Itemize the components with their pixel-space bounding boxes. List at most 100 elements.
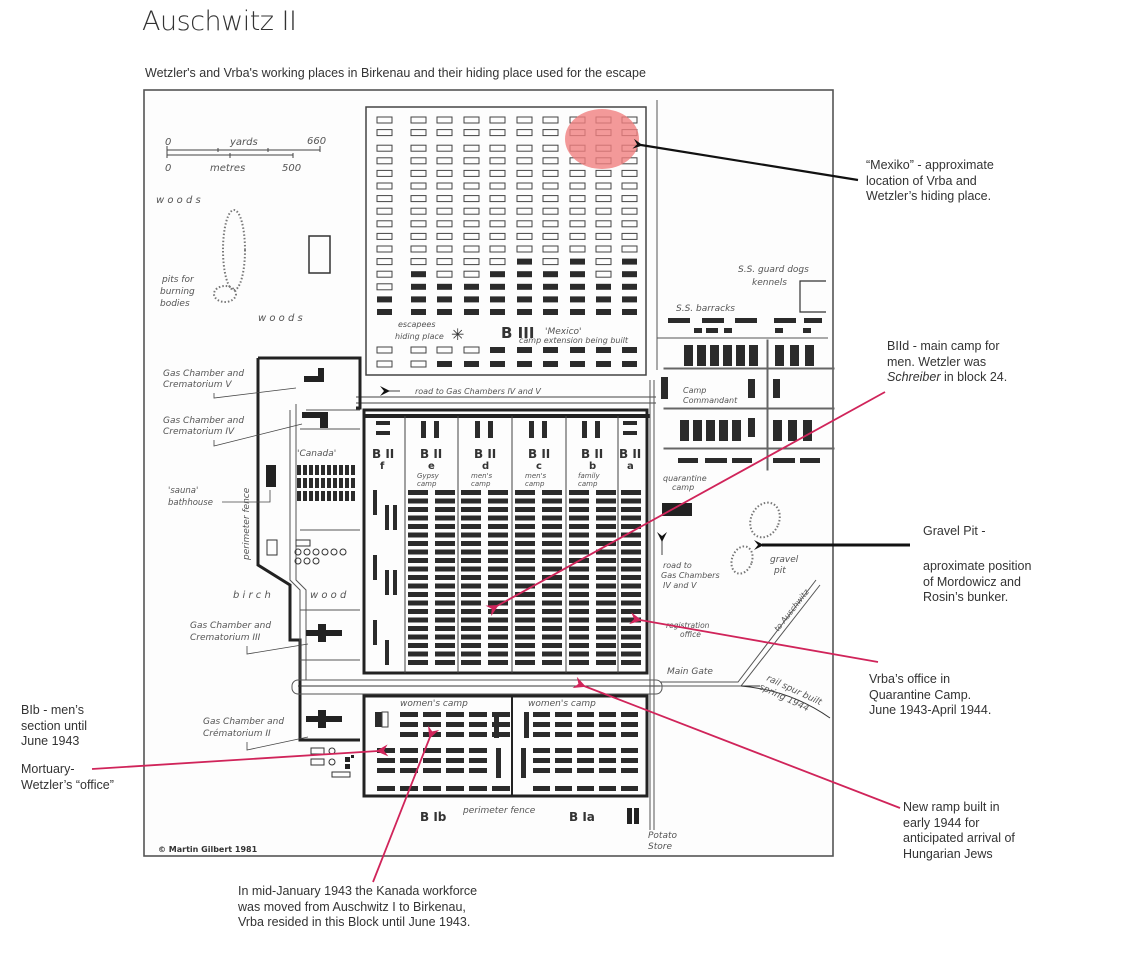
bii-barrack [461, 583, 481, 589]
bii-barrack [569, 634, 589, 640]
biii-barrack [543, 361, 558, 367]
biii-barrack [464, 361, 479, 367]
bi-barrack [599, 712, 616, 717]
label-gc4: Gas Chamber and Crematorium IV [163, 416, 247, 437]
bii-barrack [488, 583, 508, 589]
bii-barrack [488, 626, 508, 631]
bii-barrack [515, 558, 535, 563]
bi-barrack [469, 758, 487, 763]
ss-fence [663, 367, 835, 370]
bii-barrack [435, 566, 455, 572]
scale-metres-zero: 0 [165, 163, 171, 174]
bii-barrack [408, 643, 428, 648]
biii-barrack [463, 182, 480, 190]
bii-barrack [542, 532, 562, 538]
bii-barrack [542, 524, 562, 529]
ss-fence [663, 447, 835, 450]
small-building [266, 539, 278, 556]
railway [291, 579, 831, 719]
bii-barrack [488, 660, 508, 665]
biii-barrack [376, 360, 393, 368]
biii-barrack [411, 296, 426, 303]
bii-barrack [621, 626, 641, 631]
arrow-ramp [572, 676, 901, 809]
biii-barrack [463, 129, 480, 137]
bii-barrack [542, 566, 562, 572]
canada-barrack [321, 491, 325, 501]
biii-barrack [569, 245, 586, 253]
bii-barrack [542, 592, 562, 597]
biii-barrack [516, 116, 533, 124]
bii-barrack [515, 541, 535, 546]
bii-barrack [461, 498, 481, 504]
bii-barrack [515, 490, 535, 495]
ss-barrack [790, 345, 799, 366]
bii-barrack [408, 558, 428, 563]
biii-barrack [622, 296, 637, 303]
burning-pit-large [222, 209, 246, 291]
biii-barrack [517, 347, 532, 353]
bii-barrack [408, 634, 428, 640]
biii-barrack [464, 296, 479, 303]
bi-barrack [400, 732, 418, 737]
bii-barrack [515, 583, 535, 589]
biii-barrack [596, 296, 611, 303]
biii-barrack [410, 182, 427, 190]
biii-barrack [410, 207, 427, 215]
biii-barrack [376, 245, 393, 253]
biii-barrack [411, 271, 426, 278]
barrack [421, 421, 426, 438]
escapees-star-icon: ✳ [451, 327, 464, 344]
biii-barrack [621, 220, 638, 228]
bi-barrack [423, 748, 441, 753]
bi-barrack [423, 758, 441, 763]
canada-barrack [345, 478, 349, 488]
biii-barrack [570, 271, 585, 278]
biii-barrack [436, 182, 453, 190]
crematorium-iii [306, 624, 342, 642]
bii-barrack [515, 524, 535, 529]
barrack [376, 431, 390, 435]
biii-barrack [410, 144, 427, 152]
barrack [381, 711, 389, 728]
ss-buildings [661, 318, 835, 471]
bii-f-block [393, 570, 397, 595]
biii-barrack [517, 361, 532, 367]
section-desc: camp [578, 480, 598, 488]
biii-barrack [490, 309, 505, 315]
barrack [595, 421, 600, 438]
section-desc: family [578, 472, 600, 480]
bii-barrack [542, 643, 562, 648]
label-womens-camp-right: women's camp [528, 699, 596, 709]
section-name: B II [372, 447, 394, 461]
bii-barrack [408, 660, 428, 665]
section-letter: f [380, 461, 385, 472]
biii-barrack [436, 157, 453, 165]
bii-barrack [596, 558, 616, 563]
biii-barrack [463, 157, 480, 165]
bii-barrack [515, 600, 535, 606]
bii-barrack [515, 643, 535, 648]
biii-barrack [622, 361, 637, 367]
biii-barrack [569, 169, 586, 177]
biii-barrack [569, 232, 586, 240]
bii-f-block [373, 620, 377, 645]
biii-barrack [596, 361, 611, 367]
bii-barrack [408, 490, 428, 495]
bi-barrack [621, 722, 638, 727]
bii-barrack [515, 592, 535, 597]
ss-barrack [804, 318, 822, 323]
bi-barrack [377, 768, 395, 773]
bii-barrack [461, 651, 481, 657]
bii-barrack [408, 498, 428, 504]
bii-barrack [435, 609, 455, 614]
biii-barrack [489, 195, 506, 203]
section-desc: camp [525, 480, 545, 488]
biii-barrack [595, 182, 612, 190]
bii-barrack [488, 524, 508, 529]
biii-barrack [595, 220, 612, 228]
ss-fence [766, 339, 769, 471]
biii-barrack [437, 283, 452, 290]
biii-barrack [621, 182, 638, 190]
biii-barrack [436, 116, 453, 124]
